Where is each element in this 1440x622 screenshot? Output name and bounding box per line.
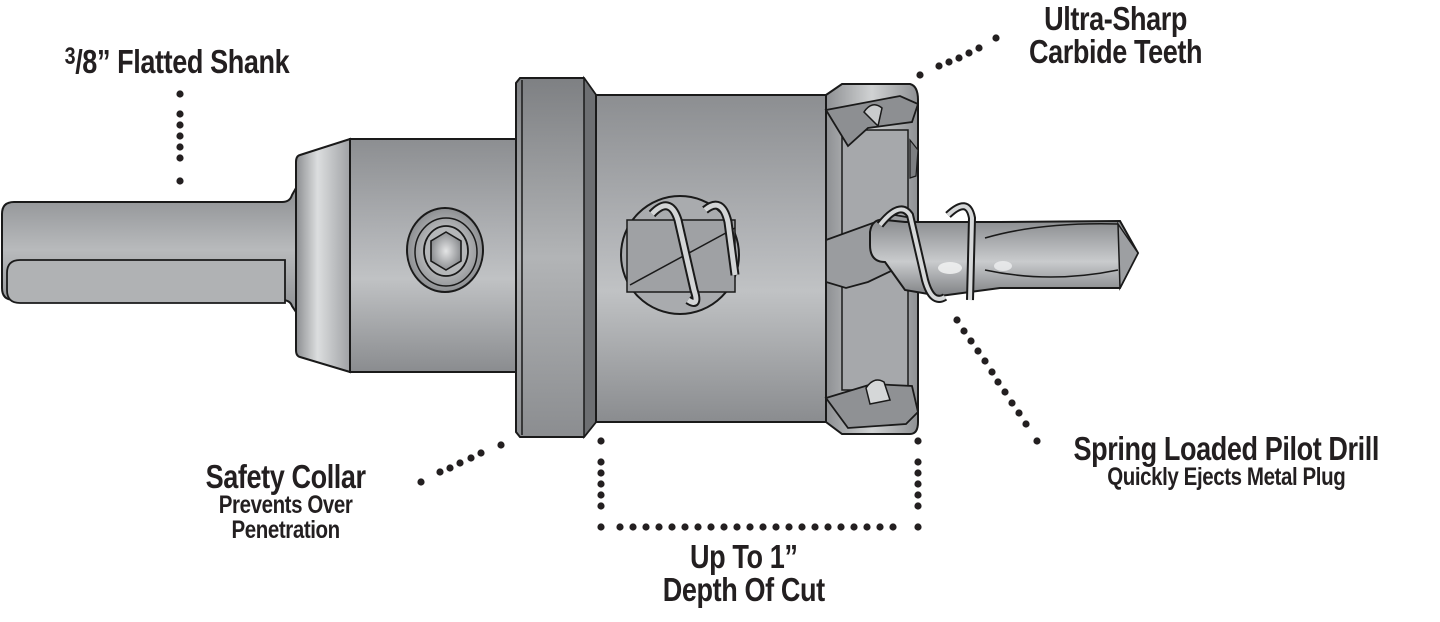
label-teeth-line1: Ultra-Sharp bbox=[1044, 0, 1187, 37]
leader-dots bbox=[176, 34, 1041, 531]
label-pilot-drill: Spring Loaded Pilot Drill Quickly Ejects… bbox=[1040, 432, 1413, 490]
safety-collar bbox=[515, 75, 597, 440]
label-shank-text: /8” Flatted Shank bbox=[75, 43, 290, 80]
spring-window bbox=[620, 195, 740, 315]
label-collar-sub2: Penetration bbox=[231, 516, 340, 544]
label-teeth-line2: Carbide Teeth bbox=[1028, 33, 1203, 70]
pilot-spring bbox=[876, 202, 977, 303]
label-carbide-teeth: Ultra-Sharp Carbide Teeth bbox=[1010, 2, 1221, 68]
flatted-shank bbox=[1, 184, 297, 316]
label-safety-collar: Safety Collar Prevents Over Penetration bbox=[188, 460, 383, 543]
label-collar-sub1: Prevents Over bbox=[218, 491, 353, 519]
label-collar-main: Safety Collar bbox=[205, 458, 367, 495]
label-pilot-sub: Quickly Ejects Metal Plug bbox=[1107, 463, 1346, 491]
pilot-drill bbox=[869, 218, 1140, 298]
label-shank-prefix: 3 bbox=[64, 43, 76, 70]
label-pilot-main: Spring Loaded Pilot Drill bbox=[1073, 430, 1380, 467]
label-flatted-shank: 3/8” Flatted Shank bbox=[40, 43, 314, 80]
label-depth-line1: Up To 1” bbox=[689, 538, 798, 575]
label-depth-line2: Depth Of Cut bbox=[662, 571, 825, 608]
label-depth-of-cut: Up To 1” Depth Of Cut bbox=[645, 540, 842, 606]
set-screw-icon bbox=[406, 207, 484, 293]
